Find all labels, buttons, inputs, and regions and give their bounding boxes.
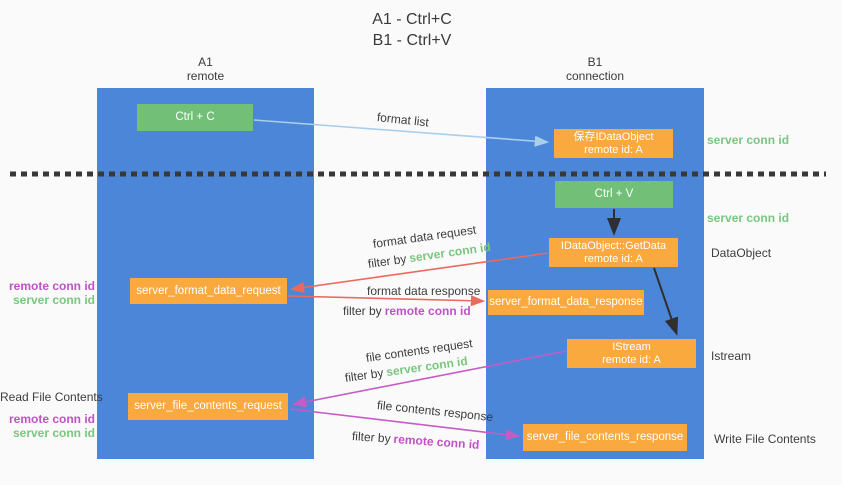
filter-prefix-4: filter by <box>351 429 392 446</box>
label-read-file-contents: Read File Contents <box>0 390 103 404</box>
lane-b-header: B1 connection <box>486 55 704 83</box>
label-istream: Istream <box>711 349 752 363</box>
filter-prefix-1: filter by <box>367 251 408 271</box>
node-istream: IStream remote id: A <box>567 339 696 368</box>
lane-a-name: A1 <box>198 55 213 69</box>
label-file-contents-response: file contents response <box>376 398 494 425</box>
node-getdata-line2: remote id: A <box>584 252 643 265</box>
label-server-conn-id-right-top: server conn id <box>707 133 790 147</box>
lane-a-header: A1 remote <box>97 55 314 83</box>
filter-term-4: remote conn id <box>393 431 480 452</box>
node-getdata-line1: IDataObject::GetData <box>560 239 667 252</box>
diagram-title: A1 - Ctrl+C B1 - Ctrl+V <box>0 9 824 51</box>
node-server-file-contents-request: server_file_contents_request <box>128 393 288 420</box>
node-server-file-contents-response: server_file_contents_response <box>523 424 687 451</box>
node-istream-line2: remote id: A <box>602 353 661 366</box>
label-remote-conn-id-left-1: remote conn id <box>8 279 95 293</box>
node-ctrl-v: Ctrl + V <box>555 181 673 208</box>
title-line-1: A1 - Ctrl+C <box>372 11 452 28</box>
lane-b-name: B1 <box>587 55 603 69</box>
lane-a-subtitle: remote <box>186 69 225 83</box>
node-save-idataobject: 保存IDataObject remote id: A <box>554 129 673 158</box>
filter-term-2: remote conn id <box>384 304 471 318</box>
label-server-conn-id-right-mid: server conn id <box>707 211 790 225</box>
label-dataobject: DataObject <box>711 246 772 260</box>
title-line-2: B1 - Ctrl+V <box>372 32 452 49</box>
node-save-idataobject-line1: 保存IDataObject <box>573 130 654 143</box>
node-istream-line1: IStream <box>612 340 651 353</box>
label-format-list: format list <box>376 110 430 130</box>
lane-b-subtitle: connection <box>565 69 625 83</box>
filter-prefix-3: filter by <box>344 365 385 385</box>
label-server-conn-id-left-2: server conn id <box>12 426 95 440</box>
label-write-file-contents: Write File Contents <box>714 432 816 446</box>
label-server-conn-id-left-1: server conn id <box>12 293 95 307</box>
node-server-format-data-request: server_format_data_request <box>130 278 287 304</box>
label-remote-conn-id-left-2: remote conn id <box>8 412 95 426</box>
node-save-idataobject-line2: remote id: A <box>584 143 643 156</box>
filter-prefix-2: filter by <box>343 304 382 318</box>
node-ctrl-c: Ctrl + C <box>137 104 253 131</box>
node-server-format-data-response: server_format_data_response <box>488 290 644 315</box>
label-format-data-response: format data response <box>367 284 481 298</box>
node-idataobject-getdata: IDataObject::GetData remote id: A <box>549 238 678 267</box>
